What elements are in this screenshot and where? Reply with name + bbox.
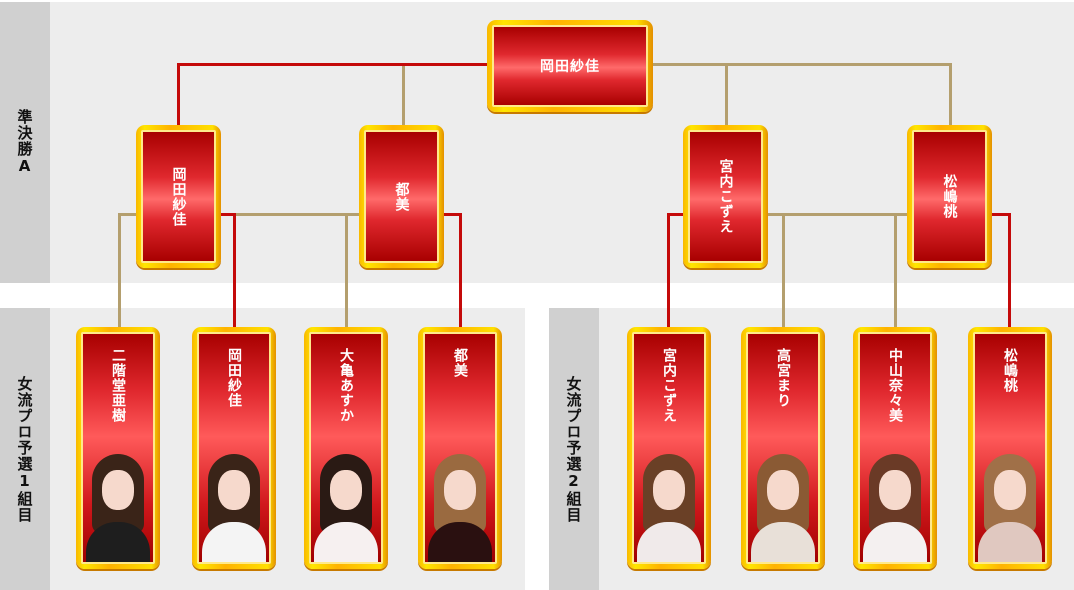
- player-name: 松嶋桃: [1002, 348, 1018, 393]
- bracket-line: [233, 213, 236, 329]
- player-name: 高宮まり: [775, 348, 791, 408]
- player-photo: [751, 454, 815, 562]
- player-name: 中山奈々美: [887, 348, 903, 423]
- bracket-line: [725, 63, 728, 127]
- semifinal-box[interactable]: 岡田紗佳: [136, 125, 221, 268]
- bracket-line: [949, 63, 952, 127]
- bracket-line: [459, 213, 462, 329]
- player-photo: [86, 454, 150, 562]
- player-photo: [202, 454, 266, 562]
- bracket-line: [177, 63, 180, 127]
- bracket-line: [118, 213, 121, 329]
- player-name: 大亀あすか: [338, 348, 354, 423]
- bracket-line: [345, 213, 348, 329]
- player-name: 二階堂亜樹: [110, 348, 126, 423]
- bracket-line: [118, 213, 140, 216]
- player-photo: [428, 454, 492, 562]
- semifinal-box[interactable]: 宮内こずえ: [683, 125, 768, 268]
- player-name: 都美: [452, 348, 468, 378]
- semifinal-box[interactable]: 都美: [359, 125, 444, 268]
- final-winner-box[interactable]: 岡田紗佳: [487, 20, 653, 112]
- player-name: 岡田紗佳: [226, 348, 242, 408]
- bracket-line: [652, 63, 952, 66]
- bracket-line: [782, 213, 785, 329]
- bracket-line: [402, 66, 405, 127]
- player-card[interactable]: 松嶋桃: [968, 327, 1052, 569]
- player-photo: [978, 454, 1042, 562]
- player-card[interactable]: 宮内こずえ: [627, 327, 711, 569]
- group1-label: 女流プロ予選1組目: [0, 308, 50, 590]
- player-photo: [314, 454, 378, 562]
- bracket-line: [218, 213, 236, 216]
- bracket-line: [989, 213, 1011, 216]
- player-card[interactable]: 大亀あすか: [304, 327, 388, 569]
- player-name: 宮内こずえ: [661, 348, 677, 423]
- bracket-line: [894, 213, 897, 329]
- bracket-line: [765, 213, 910, 216]
- semifinal-label: 準決勝A: [0, 2, 50, 283]
- bracket-line: [177, 63, 489, 66]
- bracket-line: [236, 213, 362, 216]
- bracket-line: [667, 213, 687, 216]
- player-card[interactable]: 高宮まり: [741, 327, 825, 569]
- bracket-line: [667, 213, 670, 329]
- bracket-line: [440, 213, 462, 216]
- group2-label: 女流プロ予選2組目: [549, 308, 599, 590]
- player-photo: [637, 454, 701, 562]
- bracket-line: [1008, 213, 1011, 329]
- player-card[interactable]: 中山奈々美: [853, 327, 937, 569]
- player-card[interactable]: 都美: [418, 327, 502, 569]
- player-card[interactable]: 二階堂亜樹: [76, 327, 160, 569]
- player-card[interactable]: 岡田紗佳: [192, 327, 276, 569]
- semifinal-box[interactable]: 松嶋桃: [907, 125, 992, 268]
- player-photo: [863, 454, 927, 562]
